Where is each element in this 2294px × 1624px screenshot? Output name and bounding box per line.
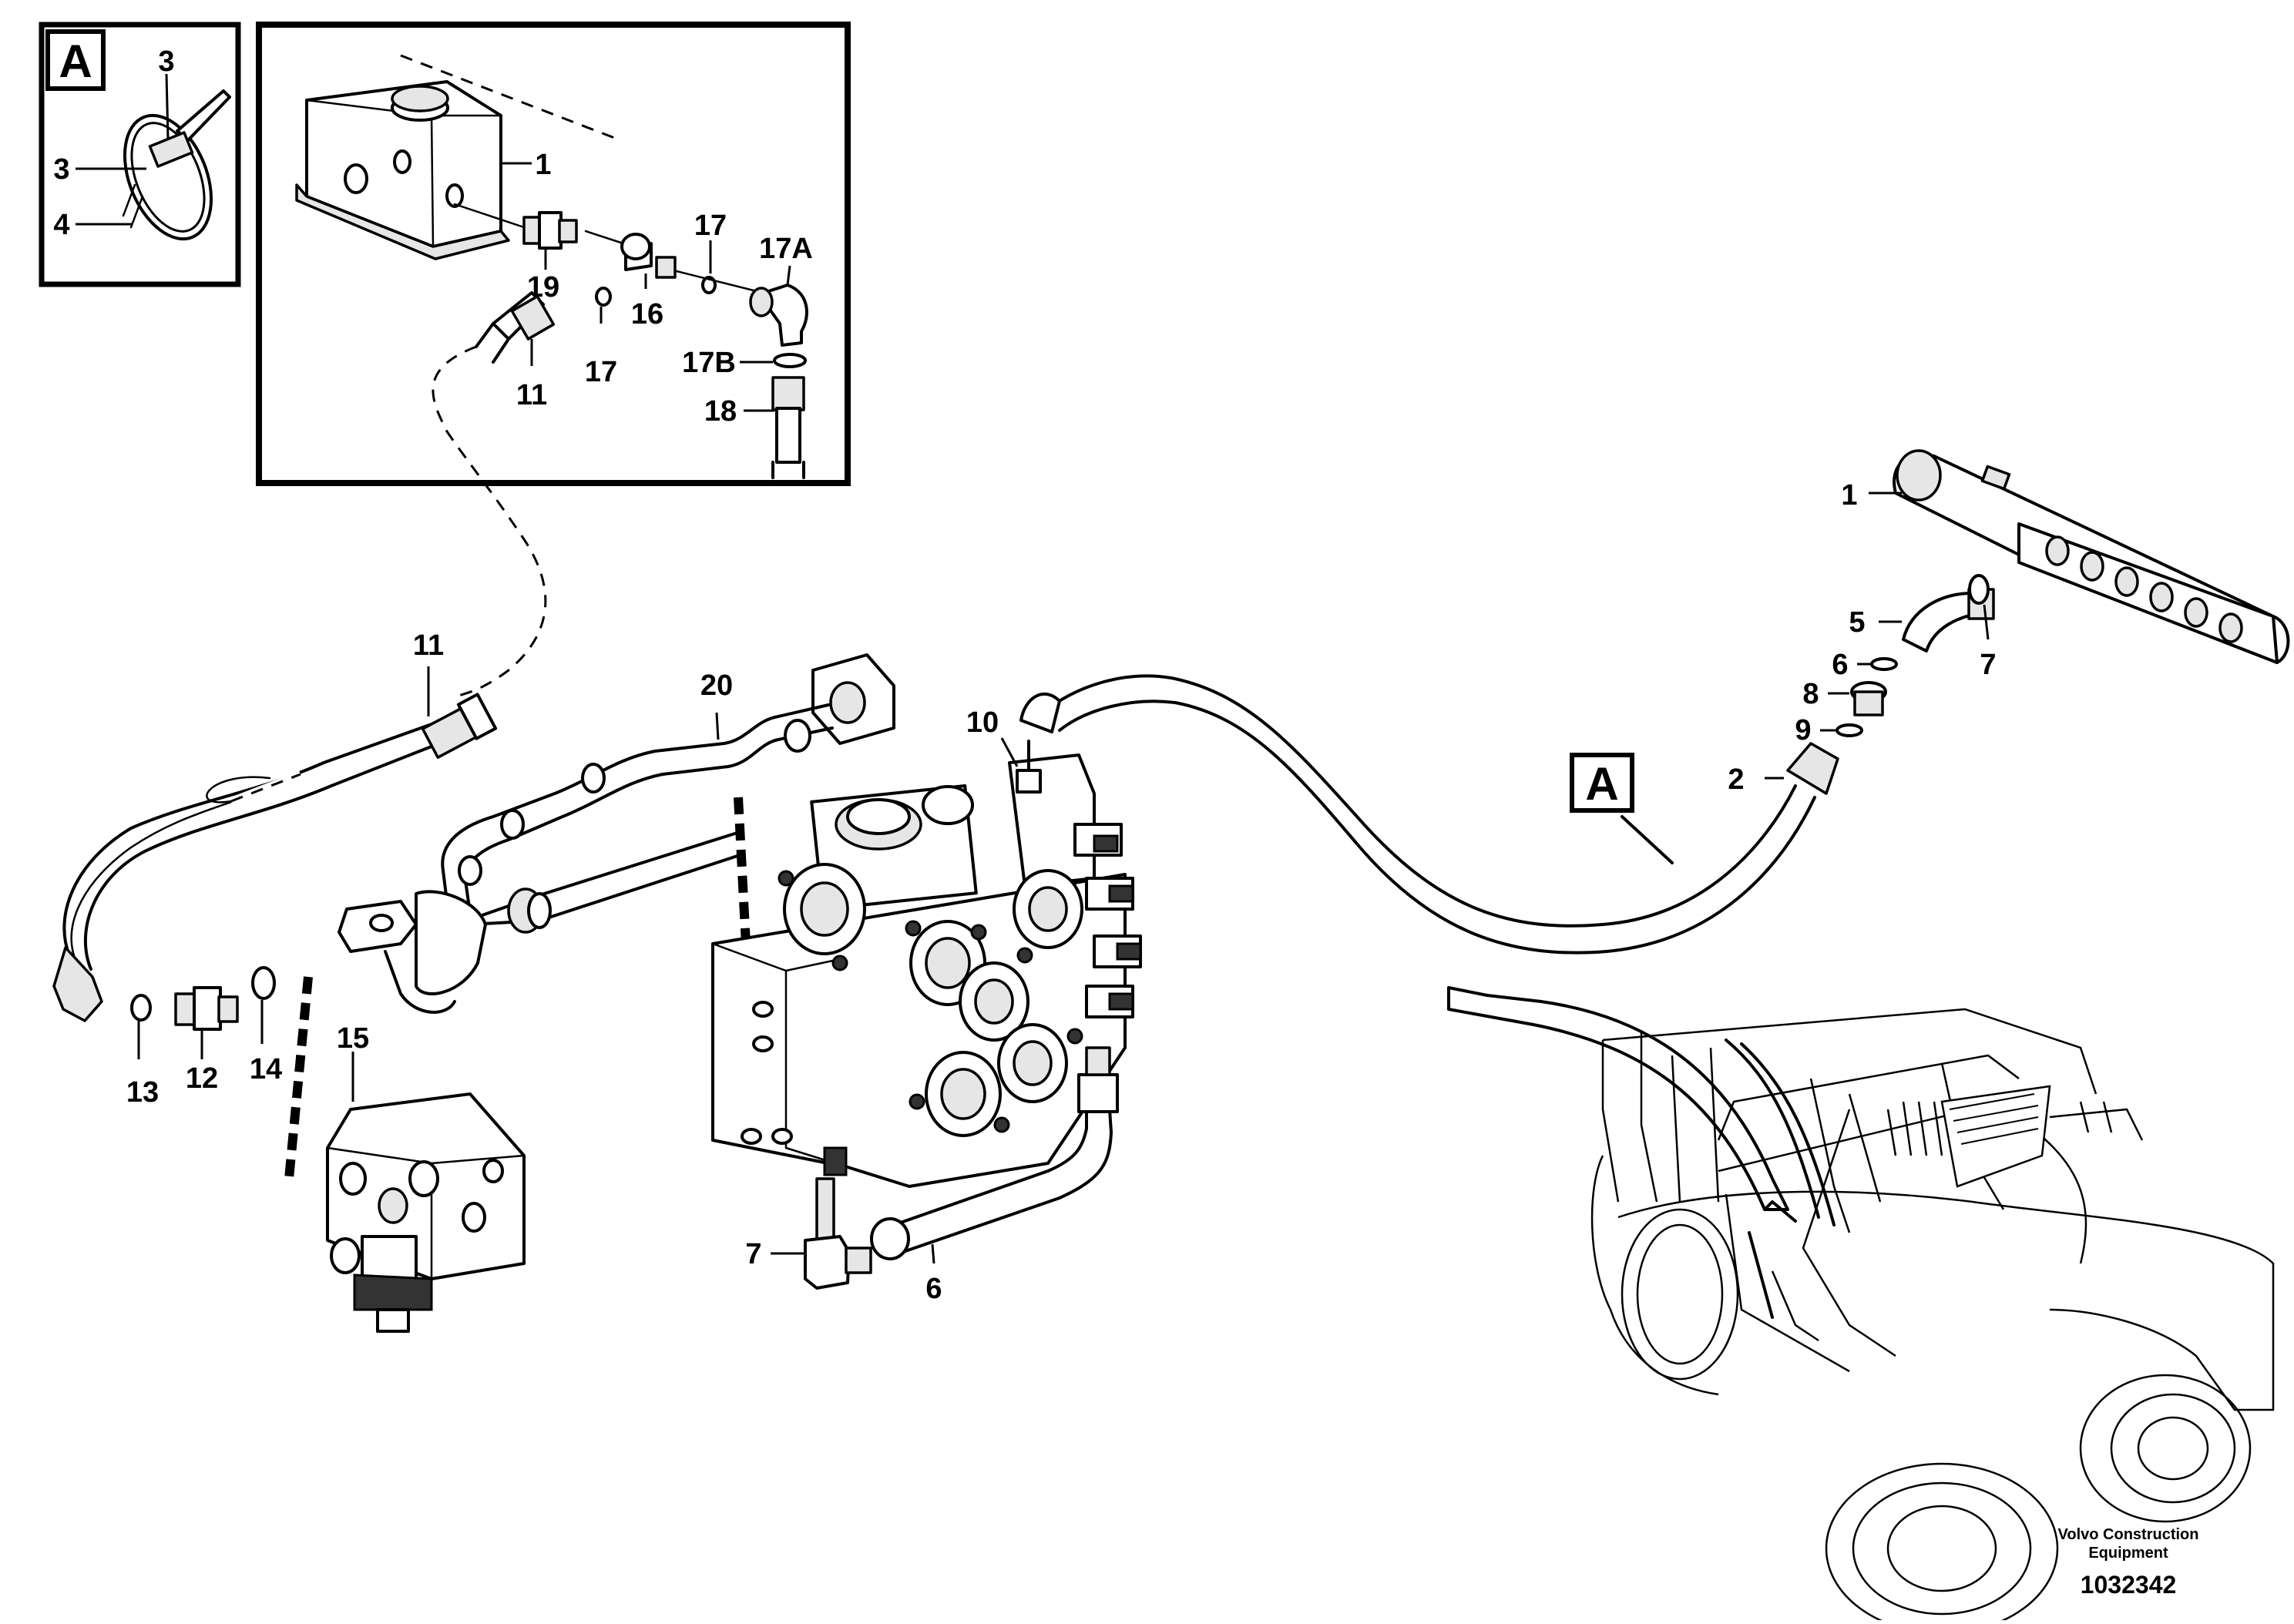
drawing-number: 1032342 xyxy=(2081,1571,2177,1599)
leader-20 xyxy=(715,712,720,740)
o-ring-17B xyxy=(773,353,807,368)
callout-9: 9 xyxy=(1795,714,1811,747)
link-14-15 xyxy=(284,976,313,1179)
o-ring-17-right xyxy=(701,276,717,294)
tank-phantom-line xyxy=(400,54,617,140)
leader-3a xyxy=(165,73,170,139)
hose-6-bottom xyxy=(870,1046,1119,1260)
machine-overview xyxy=(1447,986,2275,1624)
callout-1-right: 1 xyxy=(1841,479,1857,512)
o-ring-9 xyxy=(1836,723,1863,737)
callout-4: 4 xyxy=(53,209,69,241)
inset-a-letter: A xyxy=(59,35,92,87)
o-ring-13 xyxy=(130,994,152,1022)
callout-10: 10 xyxy=(966,706,999,739)
footer-brand-line2: Equipment xyxy=(2088,1545,2168,1562)
callout-17B: 17B xyxy=(682,347,736,379)
callout-2: 2 xyxy=(1728,763,1744,796)
hose-2 xyxy=(1019,674,1839,955)
leader-10 xyxy=(1000,737,1019,767)
callout-15: 15 xyxy=(337,1022,369,1055)
callout-6-bottom: 6 xyxy=(925,1273,942,1305)
hose-end-11-top xyxy=(475,291,556,364)
cable-tie-icon xyxy=(122,89,231,241)
callout-17A: 17A xyxy=(759,233,813,265)
o-ring-7-right xyxy=(1968,574,1990,605)
connector-line xyxy=(675,270,764,294)
link-20-valve xyxy=(734,797,751,945)
callout-17-upper: 17 xyxy=(694,210,727,242)
o-ring-14 xyxy=(251,966,276,1000)
callout-16: 16 xyxy=(631,298,663,331)
callout-7-right: 7 xyxy=(1980,649,1996,681)
inset-a-box: A xyxy=(39,22,241,287)
main-control-valve xyxy=(711,753,1142,1188)
adapter-8 xyxy=(1850,681,1887,716)
fitting-10 xyxy=(1016,740,1042,794)
valve-block-15 xyxy=(326,1092,526,1333)
callout-6-right: 6 xyxy=(1832,649,1848,681)
view-a-arrow xyxy=(1621,815,1674,864)
callout-14: 14 xyxy=(250,1053,282,1085)
callout-3b: 3 xyxy=(53,153,69,186)
inset-a-flag xyxy=(45,29,106,91)
callout-18: 18 xyxy=(704,395,737,428)
callout-11-top: 11 xyxy=(516,379,547,411)
fitting-19 xyxy=(453,203,578,250)
hose-18 xyxy=(771,376,805,479)
adapter-12 xyxy=(174,986,239,1031)
callout-20: 20 xyxy=(700,669,733,702)
footer-brand-line1: Volvo Construction xyxy=(2058,1526,2199,1543)
leader-17A xyxy=(786,265,791,286)
callout-3a: 3 xyxy=(158,45,174,78)
hose-phantom-route xyxy=(432,345,547,699)
tee-7-bottom xyxy=(804,1177,872,1290)
view-a-flag xyxy=(1570,753,1634,813)
tank-block xyxy=(295,80,510,260)
o-ring-6-right xyxy=(1870,657,1898,671)
tee-fitting-16 xyxy=(584,230,677,279)
callout-1-top: 1 xyxy=(535,149,551,181)
leader-7-right xyxy=(1983,604,1990,640)
callout-5: 5 xyxy=(1849,606,1865,639)
hose-11 xyxy=(52,693,498,1022)
callout-12: 12 xyxy=(186,1062,218,1095)
view-a-letter: A xyxy=(1585,758,1618,810)
manifold-1 xyxy=(1893,449,2290,664)
callout-11-mid: 11 xyxy=(413,629,444,662)
elbow-17A xyxy=(749,284,808,347)
leader-6-bottom xyxy=(931,1243,935,1264)
o-ring-17-left xyxy=(595,287,612,307)
callout-8: 8 xyxy=(1802,678,1819,710)
callout-7-bottom: 7 xyxy=(745,1238,761,1270)
callout-17-lower: 17 xyxy=(585,356,617,388)
pipe-20 xyxy=(338,653,895,1014)
callout-13: 13 xyxy=(126,1076,159,1109)
